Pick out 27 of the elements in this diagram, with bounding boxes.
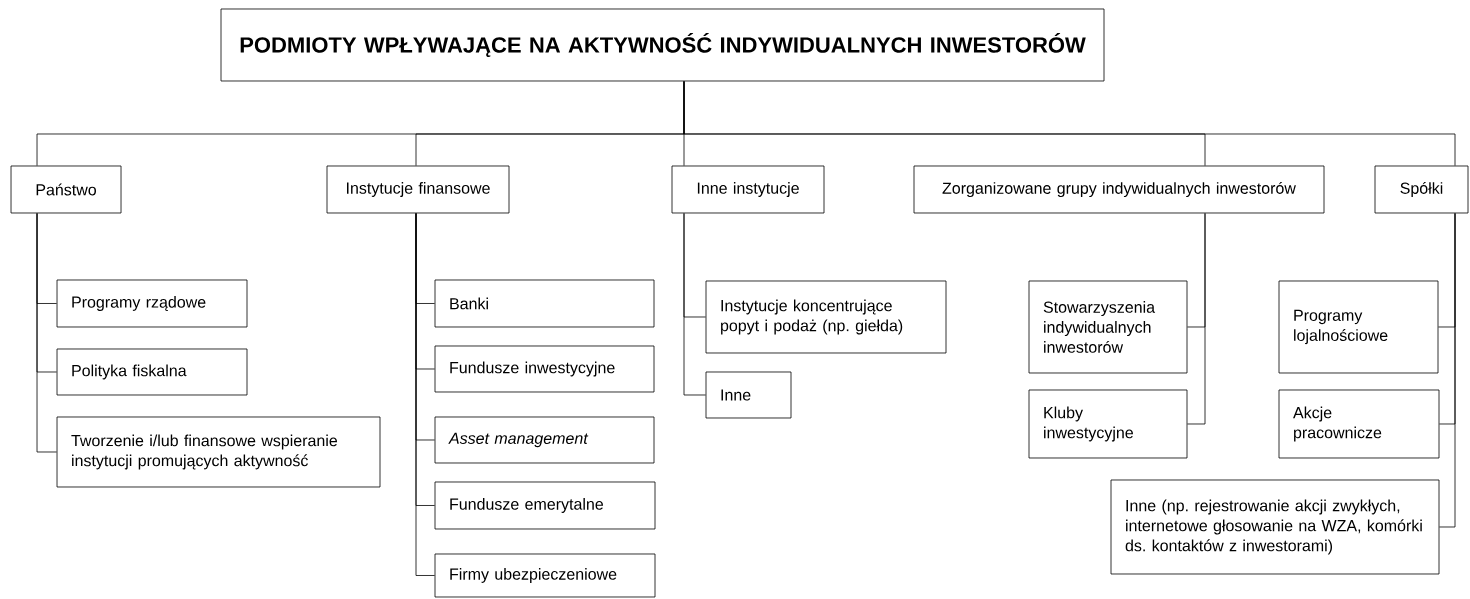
connector-line	[36, 213, 57, 453]
category-box: Zorganizowane grupy indywidualnych inwestorów	[913, 165, 1325, 214]
category-box: Państwo	[10, 165, 122, 214]
connector-line	[683, 81, 1456, 166]
category-box: Spółki	[1374, 165, 1469, 214]
title-box: PODMIOTY WPŁYWAJĄCE NA AKTYWNOŚĆ INDYWIDUALNYCH INWESTORÓW	[220, 8, 1105, 82]
item-box: Asset management	[434, 416, 655, 464]
item-box: Fundusze emerytalne	[434, 481, 656, 530]
item-box: Banki	[434, 279, 655, 328]
category-box: Inne instytucje	[671, 165, 825, 214]
connector-line	[683, 213, 706, 396]
connector-line	[415, 213, 435, 576]
item-box: Akcje pracownicze	[1278, 389, 1440, 459]
category-box: Instytucje finansowe	[326, 165, 510, 214]
item-box: Polityka fiskalna	[56, 348, 248, 396]
item-box: Inne	[705, 371, 792, 419]
item-box: Inne (np. rejestrowanie akcji zwykłych, internetowe głosowanie na WZA, komórki ds. kontaktów z inwestorami)	[1110, 479, 1440, 575]
item-box: Firmy ubezpieczeniowe	[434, 553, 656, 598]
connector-line	[1187, 213, 1206, 425]
item-box: Kluby inwestycyjne	[1028, 389, 1188, 459]
item-box: Programy lojalnościowe	[1278, 280, 1439, 374]
item-box: Tworzenie i/lub finansowe wspieranie instytucji promujących aktywność	[56, 416, 381, 488]
item-box: Stowarzyszenia indywidualnych inwestorów	[1028, 280, 1188, 374]
connector-line	[1439, 213, 1456, 528]
item-box: Programy rządowe	[56, 279, 248, 328]
item-box: Instytucje koncentrujące popyt i podaż (np. giełda)	[705, 280, 947, 354]
item-box: Fundusze inwestycyjne	[434, 345, 655, 393]
